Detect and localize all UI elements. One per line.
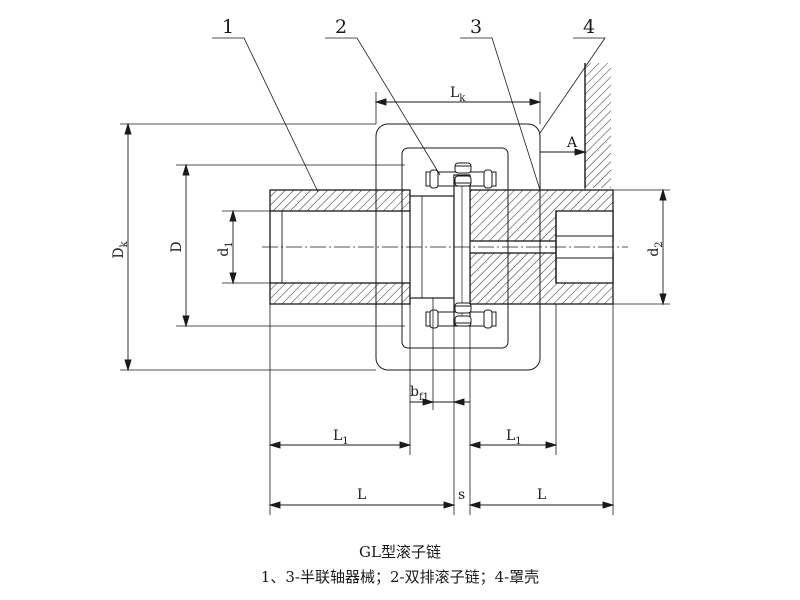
label-s: s (458, 487, 465, 503)
label-L1-left: L1 (333, 428, 349, 447)
caption-title: GL型滚子链 (359, 543, 441, 561)
label-L-right: L (537, 487, 546, 503)
callout-3: 3 (470, 16, 482, 38)
wall (584, 63, 611, 188)
roller-chain-bottom (425, 302, 497, 329)
label-L-left: L (357, 487, 366, 503)
roller-chain-top (425, 162, 497, 189)
caption-legend: 1、3-半联轴器械；2-双排滚子链；4-罩壳 (260, 568, 540, 586)
label-bf1: bf1 (410, 384, 429, 403)
label-d1: d1 (216, 241, 235, 256)
label-A: A (566, 135, 578, 151)
callout-2: 2 (335, 16, 347, 38)
extension-lines (120, 92, 670, 515)
callout-4: 4 (583, 16, 595, 38)
sprocket-plate (453, 174, 471, 326)
label-Dk: Dk (111, 240, 130, 258)
label-D: D (169, 241, 185, 252)
leader-lines (212, 37, 606, 193)
label-d2: d2 (646, 241, 665, 256)
dimension-lines (124, 98, 667, 509)
label-L1-right: L1 (506, 428, 522, 447)
label-Lk: Lk (450, 85, 466, 104)
callout-1: 1 (222, 16, 234, 38)
